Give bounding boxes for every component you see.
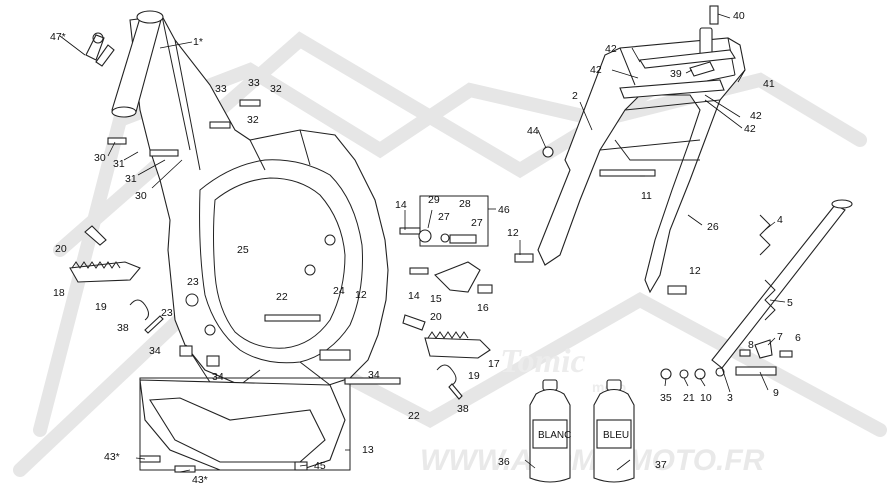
callout-38-a: 38	[117, 322, 129, 334]
callout-24: 24	[333, 285, 345, 297]
callout-27-b: 27	[471, 217, 483, 229]
callout-34-b: 34	[212, 371, 224, 383]
callout-21: 21	[683, 392, 695, 404]
callout-36: 36	[498, 456, 510, 468]
callout-12-a: 12	[507, 227, 519, 239]
callout-19-b: 19	[468, 370, 480, 382]
callout-22-b: 22	[408, 410, 420, 422]
callout-31-b: 31	[125, 173, 137, 185]
callout-30-a: 30	[94, 152, 106, 164]
callout-16: 16	[477, 302, 489, 314]
callout-32-b: 32	[247, 114, 259, 126]
callout-35: 35	[660, 392, 672, 404]
callout-27-a: 27	[438, 211, 450, 223]
callout-23-b: 23	[161, 307, 173, 319]
callout-40: 40	[733, 10, 745, 22]
callout-44: 44	[527, 125, 539, 137]
callout-46: 46	[498, 204, 510, 216]
callout-29: 29	[428, 194, 440, 206]
callout-31-a: 31	[113, 158, 125, 170]
leader-lines	[59, 13, 786, 473]
callout-19-a: 19	[95, 301, 107, 313]
callout-9: 9	[773, 387, 779, 399]
callout-20-b: 20	[430, 311, 442, 323]
callout-32-a: 32	[270, 83, 282, 95]
callout-25: 25	[237, 244, 249, 256]
callout-34-a: 34	[149, 345, 161, 357]
callout-11: 11	[641, 190, 652, 202]
callout-17: 17	[488, 358, 500, 370]
spray-can-blue: BLEU	[593, 379, 635, 483]
callout-33-a: 33	[215, 83, 227, 95]
callout-42-b: 42	[590, 64, 602, 76]
can-label-blanc: BLANC	[538, 430, 571, 441]
footpeg-right	[424, 331, 491, 359]
callout-10: 10	[700, 392, 712, 404]
callout-23-a: 23	[187, 276, 199, 288]
callout-47: 47*	[50, 31, 66, 43]
callout-43-b: 43*	[192, 474, 208, 486]
callout-42-d: 42	[744, 123, 756, 135]
can-label-bleu: BLEU	[603, 430, 629, 441]
callout-22-a: 22	[276, 291, 288, 303]
callout-6: 6	[795, 332, 801, 344]
callout-43-a: 43*	[104, 451, 120, 463]
side-stand	[711, 199, 853, 369]
watermark-text: WWW.ATOMICMOTO.FR	[420, 444, 765, 477]
callout-12-b: 12	[689, 265, 701, 277]
callout-14-b: 14	[408, 290, 420, 302]
callout-2: 2	[572, 90, 578, 102]
callout-5: 5	[787, 297, 793, 309]
callout-39: 39	[670, 68, 682, 80]
callout-28: 28	[459, 198, 471, 210]
callout-34-c: 34	[368, 369, 380, 381]
callout-4: 4	[777, 214, 783, 226]
callouts: 1* 2 3 4 5 6 7 8 9 10 11 12 12 12 13 14 …	[50, 10, 801, 486]
callout-8: 8	[748, 339, 754, 351]
callout-45: 45	[314, 460, 326, 472]
rear-subframe	[537, 27, 746, 294]
callout-13: 13	[362, 444, 374, 456]
callout-12-c: 12	[355, 289, 367, 301]
callout-26: 26	[707, 221, 719, 233]
callout-30-b: 30	[135, 190, 147, 202]
callout-15: 15	[430, 293, 442, 305]
callout-33-b: 33	[248, 77, 260, 89]
callout-42-c: 42	[750, 110, 762, 122]
spray-can-white: BLANC	[529, 379, 571, 483]
callout-20-a: 20	[55, 243, 67, 255]
callout-3: 3	[727, 392, 733, 404]
callout-1: 1*	[193, 36, 203, 48]
callout-37: 37	[655, 459, 667, 471]
main-frame	[111, 10, 389, 393]
callout-42-a: 42	[605, 43, 617, 55]
callout-18: 18	[53, 287, 65, 299]
footpeg-left	[69, 261, 141, 283]
callout-7: 7	[777, 331, 783, 343]
watermark-logo: Tomic	[500, 343, 586, 380]
callout-41: 41	[763, 78, 775, 90]
callout-14-a: 14	[395, 199, 407, 211]
skid-plate	[139, 377, 351, 471]
callout-38-b: 38	[457, 403, 469, 415]
